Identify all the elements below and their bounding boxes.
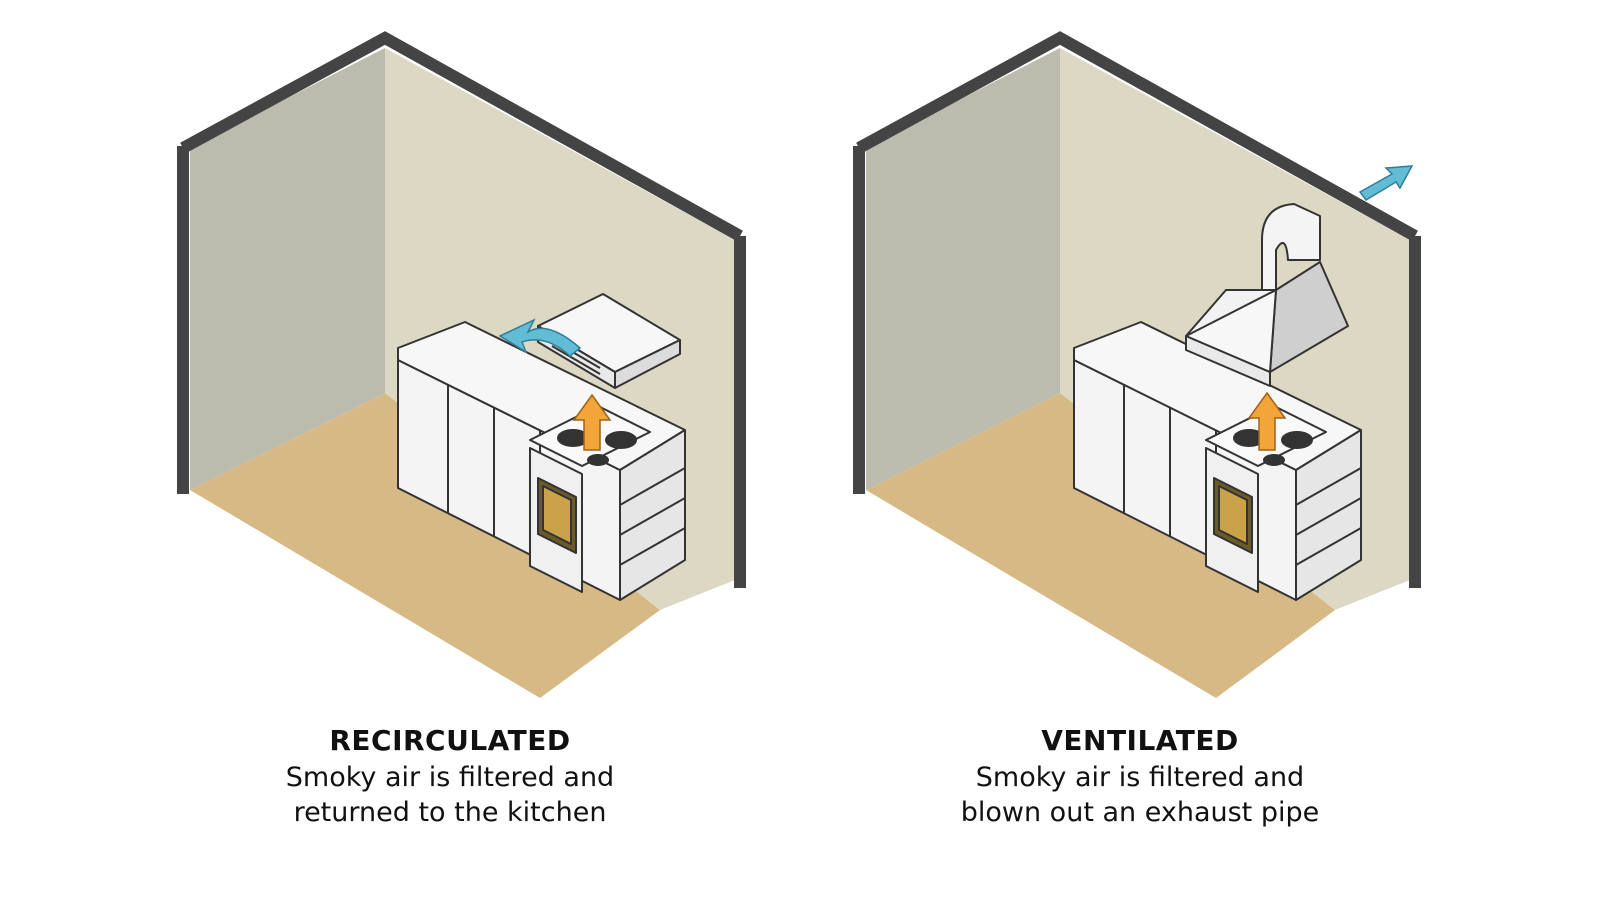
caption-description-line: Smoky air is filtered and xyxy=(975,762,1305,793)
caption-description-line: returned to the kitchen xyxy=(293,797,607,828)
kitchen-floor xyxy=(190,393,660,698)
recirculated-air-arrow xyxy=(498,318,582,357)
ventilated-kitchen-illustration xyxy=(853,31,1421,698)
ventilated-panel: VENTILATED Smoky air is filtered and blo… xyxy=(800,0,1600,900)
caption-title: VENTILATED xyxy=(1041,724,1239,757)
recirculated-panel: RECIRCULATED Smoky air is filtered and r… xyxy=(177,31,746,830)
ventilated-caption: VENTILATED Smoky air is filtered and blo… xyxy=(930,722,1350,830)
kitchen-floor xyxy=(866,393,1335,698)
recirculated-kitchen-illustration xyxy=(177,31,746,698)
exhaust-air-arrow xyxy=(1358,165,1414,201)
burner xyxy=(1281,431,1313,449)
caption-description-line: Smoky air is filtered and xyxy=(285,762,615,793)
caption-description-line: blown out an exhaust pipe xyxy=(960,797,1320,828)
wall-top-edge xyxy=(180,31,743,242)
caption-title: RECIRCULATED xyxy=(329,724,571,757)
recirculated-caption: RECIRCULATED Smoky air is filtered and r… xyxy=(240,722,660,830)
exhaust-pipe xyxy=(1261,203,1321,291)
burner xyxy=(1263,454,1285,466)
burner xyxy=(605,431,637,449)
chimney-range-hood xyxy=(1185,203,1349,387)
side-wall xyxy=(190,48,385,490)
rising-heat-arrow xyxy=(572,393,612,451)
burner xyxy=(587,454,609,466)
side-wall xyxy=(866,48,1060,490)
rising-heat-arrow xyxy=(1247,391,1287,451)
wall-top-edge xyxy=(856,31,1418,242)
